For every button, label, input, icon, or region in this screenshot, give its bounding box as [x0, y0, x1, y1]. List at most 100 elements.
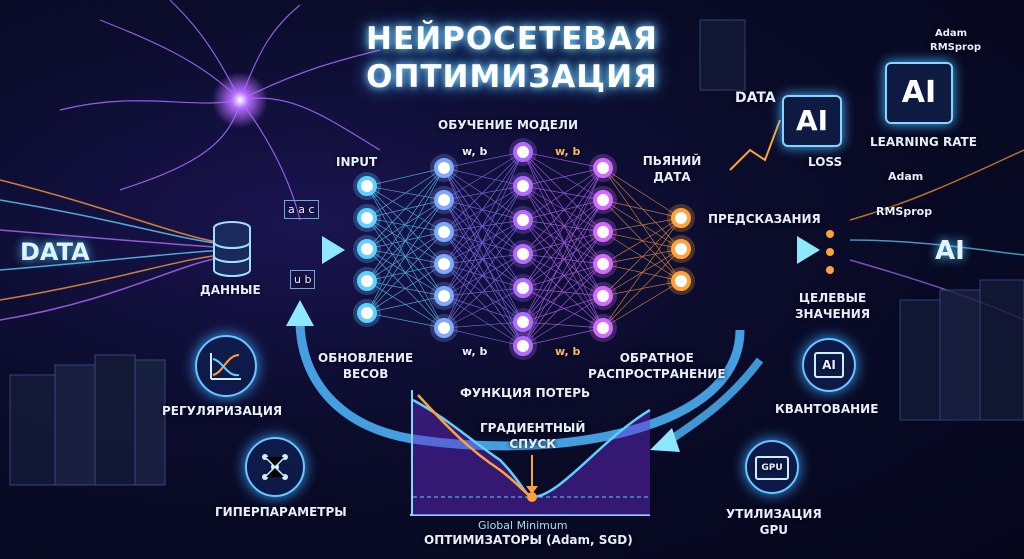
- rmsprop-top-label: RMSprop: [930, 42, 981, 53]
- network-edge: [443, 287, 524, 329]
- title-line-2: ОПТИМИЗАЦИЯ: [366, 59, 658, 95]
- ai-box-1: AI: [782, 95, 842, 147]
- network-node: [357, 208, 377, 228]
- ai-box-2: AI: [885, 62, 953, 124]
- loss-function-label: ФУНКЦИЯ ПОТЕРЬ: [460, 386, 591, 400]
- network-edge: [443, 185, 524, 297]
- network-edge: [522, 231, 604, 347]
- network-edge: [522, 151, 604, 297]
- aac-label: a a c: [284, 200, 319, 219]
- quantization-icon: AI: [802, 338, 856, 392]
- network-edge: [522, 253, 604, 329]
- network-node: [593, 158, 613, 178]
- network-connections: [366, 151, 682, 347]
- ub-label: u b: [290, 270, 316, 289]
- network-edge: [522, 295, 604, 347]
- training-label: ОБУЧЕНИЕ МОДЕЛИ: [438, 118, 578, 132]
- network-edge: [522, 253, 604, 297]
- network-edge: [443, 151, 524, 233]
- network-edge: [522, 263, 604, 289]
- backprop-line-2: РАСПРОСТРАНЕНИЕ: [588, 367, 726, 381]
- network-edge: [522, 167, 604, 323]
- network-edge: [443, 219, 524, 297]
- wb-top-1: w, b: [462, 145, 488, 158]
- loss-label: LOSS: [808, 155, 843, 169]
- network-edge: [522, 219, 604, 233]
- network-edge: [443, 263, 524, 289]
- network-edge: [522, 263, 604, 323]
- network-edge: [443, 167, 524, 221]
- network-edge: [602, 167, 682, 250]
- network-edge: [443, 167, 524, 187]
- network-edge: [366, 295, 445, 314]
- gpu-chip-icon: GPU: [755, 456, 789, 480]
- gpu-line-1: УТИЛИЗАЦИЯ: [726, 507, 822, 521]
- network-edge: [602, 199, 682, 219]
- network-edge: [522, 199, 604, 347]
- network-edge: [602, 248, 682, 329]
- network-edge: [443, 231, 524, 289]
- adam-top-label: Adam: [935, 28, 968, 39]
- dannye-label: ДАННЫЕ: [200, 283, 261, 297]
- network-edge: [443, 167, 524, 255]
- network-edge: [443, 219, 524, 265]
- network-edge: [522, 151, 604, 265]
- hyperparams-icon: [245, 437, 305, 497]
- rmsprop-label: RMSprop: [876, 205, 933, 218]
- predictions-label: ПРЕДСКАЗАНИЯ: [708, 212, 821, 226]
- network-edge: [443, 253, 524, 329]
- global-min-label: Global Minimum: [478, 519, 568, 532]
- network-node: [513, 210, 533, 230]
- title-line-1: НЕЙРОСЕТЕВАЯ: [366, 21, 658, 57]
- network-node: [513, 336, 533, 356]
- network-edge: [522, 199, 604, 289]
- network-edge: [522, 167, 604, 289]
- page-title: НЕЙРОСЕТЕВАЯ ОПТИМИЗАЦИЯ: [300, 20, 724, 96]
- network-node: [357, 271, 377, 291]
- network-edge: [522, 263, 604, 347]
- backprop-line-1: ОБРАТНОЕ: [619, 351, 694, 365]
- data-label-left: DATA: [20, 238, 90, 266]
- network-edge: [443, 199, 524, 255]
- network-edge: [522, 321, 604, 329]
- network-edge: [522, 231, 604, 323]
- network-edge: [602, 199, 682, 250]
- network-edge: [366, 167, 445, 219]
- data-label-right: DATA: [735, 90, 776, 106]
- network-edge: [602, 231, 682, 250]
- network-edge: [522, 327, 604, 347]
- target-node: [826, 248, 834, 256]
- database-icon: [213, 221, 251, 277]
- network-edge: [443, 167, 524, 323]
- network-edge: [443, 185, 524, 233]
- network-edge: [602, 217, 682, 233]
- network-edge: [443, 185, 524, 265]
- network-edge: [443, 199, 524, 289]
- network-edge: [602, 217, 682, 297]
- input-label: INPUT: [336, 155, 378, 169]
- network-edge: [443, 151, 524, 169]
- quantization-label: КВАНТОВАНИЕ: [775, 402, 879, 416]
- network-edge: [522, 219, 604, 297]
- regularization-icon: [195, 335, 257, 397]
- network-edge: [443, 321, 524, 329]
- network-node: [434, 190, 454, 210]
- target-node: [826, 230, 834, 238]
- network-edge: [366, 167, 445, 250]
- network-node: [434, 254, 454, 274]
- network-edge: [366, 231, 445, 314]
- weight-update-label: ОБНОВЛЕНИЕ ВЕСОВ: [318, 350, 413, 382]
- network-edge: [602, 217, 682, 265]
- wb-top-2: w, b: [555, 145, 581, 158]
- targets-label: ЦЕЛЕВЫЕ ЗНАЧЕНИЯ: [795, 290, 870, 322]
- gpu-line-2: GPU: [759, 523, 789, 537]
- network-edge: [522, 231, 604, 255]
- network-edge: [522, 151, 604, 233]
- network-edge: [522, 199, 604, 221]
- network-edge: [522, 167, 604, 255]
- loss-chart: [410, 390, 651, 516]
- network-edge: [443, 219, 524, 233]
- network-node: [357, 303, 377, 323]
- network-edge: [443, 151, 524, 265]
